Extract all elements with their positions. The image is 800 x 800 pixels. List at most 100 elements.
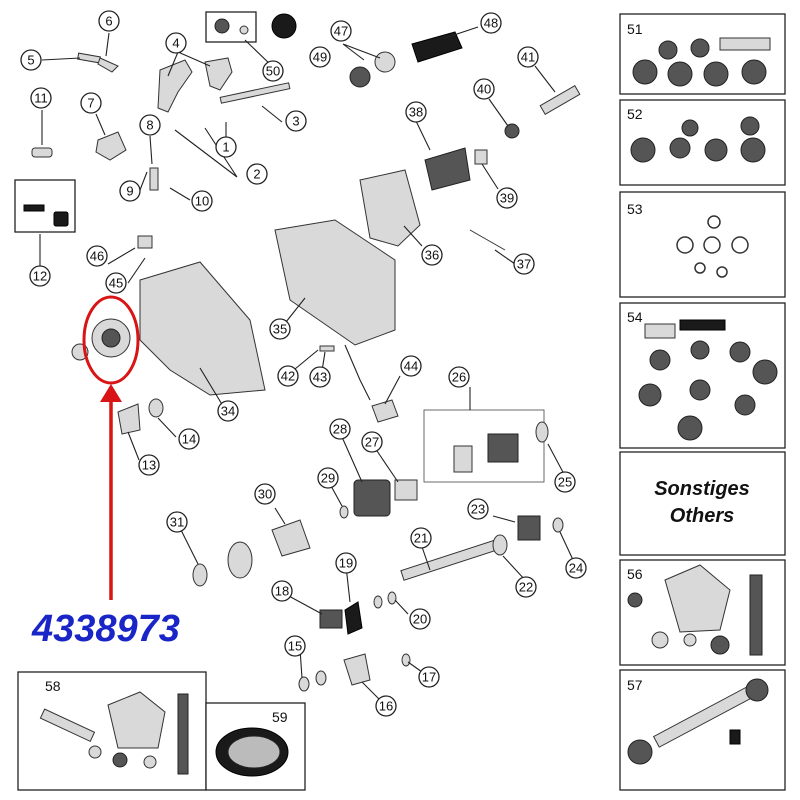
callout-28: 28 bbox=[329, 418, 351, 440]
svg-text:13: 13 bbox=[142, 458, 156, 473]
svg-text:15: 15 bbox=[288, 639, 302, 654]
svg-text:40: 40 bbox=[477, 82, 491, 97]
callout-3: 3 bbox=[285, 110, 307, 132]
kit-box-58: 58 bbox=[17, 671, 207, 791]
callout-6: 6 bbox=[98, 10, 120, 32]
svg-text:14: 14 bbox=[182, 432, 196, 447]
kit-box-51: 51 bbox=[619, 13, 786, 95]
svg-text:7: 7 bbox=[87, 96, 94, 111]
svg-text:10: 10 bbox=[195, 194, 209, 209]
svg-text:31: 31 bbox=[170, 515, 184, 530]
callout-31: 31 bbox=[166, 511, 188, 533]
callout-19: 19 bbox=[335, 552, 357, 574]
svg-text:48: 48 bbox=[484, 16, 498, 31]
callout-35: 35 bbox=[269, 318, 291, 340]
callout-34: 34 bbox=[217, 400, 239, 422]
svg-text:18: 18 bbox=[275, 584, 289, 599]
callout-14: 14 bbox=[178, 428, 200, 450]
callout-17: 17 bbox=[418, 666, 440, 688]
svg-text:1: 1 bbox=[222, 140, 229, 155]
svg-text:19: 19 bbox=[339, 556, 353, 571]
svg-text:3: 3 bbox=[292, 114, 299, 129]
callout-2: 2 bbox=[246, 163, 268, 185]
callout-10: 10 bbox=[191, 190, 213, 212]
svg-text:45: 45 bbox=[109, 276, 123, 291]
callout-40: 40 bbox=[473, 78, 495, 100]
callout-41: 41 bbox=[517, 46, 539, 68]
svg-text:11: 11 bbox=[34, 91, 48, 106]
svg-text:35: 35 bbox=[273, 322, 287, 337]
svg-text:5: 5 bbox=[27, 53, 34, 68]
callout-42: 42 bbox=[277, 365, 299, 387]
callout-4: 4 bbox=[165, 32, 187, 54]
svg-text:6: 6 bbox=[105, 14, 112, 29]
part-illustrations bbox=[14, 11, 581, 692]
callout-29: 29 bbox=[317, 467, 339, 489]
kit-box-59: 59 bbox=[205, 702, 306, 791]
callout-45: 45 bbox=[105, 272, 127, 294]
callout-37: 37 bbox=[513, 253, 535, 275]
callout-8: 8 bbox=[139, 114, 161, 136]
svg-text:58: 58 bbox=[45, 678, 61, 694]
svg-text:59: 59 bbox=[272, 709, 288, 725]
kit-box-56: 56 bbox=[619, 559, 786, 666]
kit-box-54: 54 bbox=[619, 302, 786, 449]
callout-1: 1 bbox=[215, 136, 237, 158]
callout-5: 5 bbox=[20, 49, 42, 71]
callout-43: 43 bbox=[309, 366, 331, 388]
svg-text:27: 27 bbox=[365, 435, 379, 450]
svg-text:39: 39 bbox=[500, 191, 514, 206]
callout-15: 15 bbox=[284, 635, 306, 657]
kit-box-others: Sonstiges Others bbox=[619, 451, 786, 556]
callout-13: 13 bbox=[138, 454, 160, 476]
svg-text:4: 4 bbox=[172, 36, 179, 51]
svg-text:8: 8 bbox=[146, 118, 153, 133]
svg-text:54: 54 bbox=[627, 309, 643, 325]
callout-48: 48 bbox=[480, 12, 502, 34]
svg-text:24: 24 bbox=[569, 561, 583, 576]
svg-text:56: 56 bbox=[627, 566, 643, 582]
callout-38: 38 bbox=[405, 101, 427, 123]
callout-30: 30 bbox=[254, 483, 276, 505]
svg-text:50: 50 bbox=[266, 64, 280, 79]
svg-text:49: 49 bbox=[313, 50, 327, 65]
svg-text:47: 47 bbox=[334, 24, 348, 39]
callout-24: 24 bbox=[565, 557, 587, 579]
callout-27: 27 bbox=[361, 431, 383, 453]
svg-text:42: 42 bbox=[281, 369, 295, 384]
callout-49: 49 bbox=[309, 46, 331, 68]
svg-text:38: 38 bbox=[409, 105, 423, 120]
kit-box-52: 52 bbox=[619, 99, 786, 186]
callout-36: 36 bbox=[421, 244, 443, 266]
callout-18: 18 bbox=[271, 580, 293, 602]
highlight-ring bbox=[82, 295, 140, 385]
callout-25: 25 bbox=[554, 471, 576, 493]
kit-box-57: 57 bbox=[619, 669, 786, 791]
svg-text:29: 29 bbox=[321, 471, 335, 486]
part-number-label: 4338973 bbox=[31, 608, 180, 650]
callout-20: 20 bbox=[409, 608, 431, 630]
callout-12: 12 bbox=[29, 265, 51, 287]
svg-text:Others: Others bbox=[670, 505, 734, 527]
svg-text:41: 41 bbox=[521, 50, 535, 65]
callout-16: 16 bbox=[375, 695, 397, 717]
callout-47: 47 bbox=[330, 20, 352, 42]
svg-text:22: 22 bbox=[519, 580, 533, 595]
svg-text:46: 46 bbox=[90, 249, 104, 264]
svg-text:17: 17 bbox=[422, 670, 436, 685]
callout-11: 11 bbox=[30, 87, 52, 109]
callout-9: 9 bbox=[119, 180, 141, 202]
svg-text:26: 26 bbox=[452, 370, 466, 385]
kit-boxes: 51 52 53 54 bbox=[17, 13, 786, 791]
callout-46: 46 bbox=[86, 245, 108, 267]
svg-text:9: 9 bbox=[126, 184, 133, 199]
callout-21: 21 bbox=[410, 527, 432, 549]
svg-text:44: 44 bbox=[404, 359, 418, 374]
svg-text:43: 43 bbox=[313, 370, 327, 385]
svg-text:53: 53 bbox=[627, 201, 643, 217]
callout-50: 50 bbox=[262, 60, 284, 82]
callout-44: 44 bbox=[400, 355, 422, 377]
svg-text:36: 36 bbox=[425, 248, 439, 263]
svg-text:21: 21 bbox=[414, 531, 428, 546]
